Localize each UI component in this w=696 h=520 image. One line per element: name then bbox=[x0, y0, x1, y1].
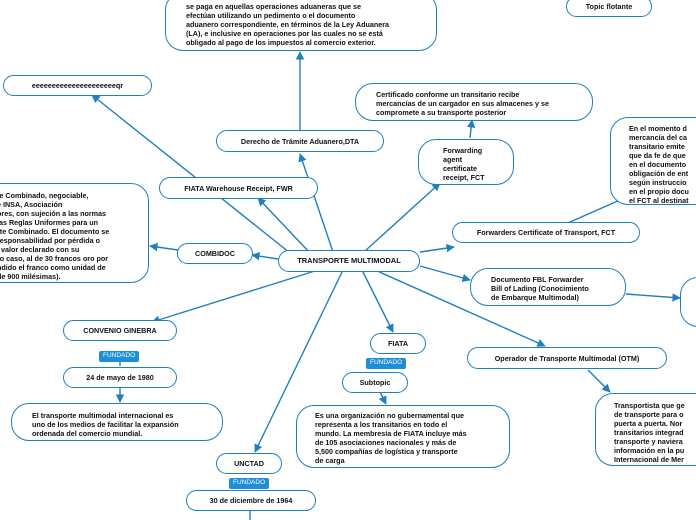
link-central-dta bbox=[298, 153, 334, 253]
node-otm[interactable]: Operador de Transporte Multimodal (OTM) bbox=[467, 347, 667, 369]
node-eeee[interactable]: eeeeeeeeeeeeeeeeeeeeeqr bbox=[3, 75, 152, 96]
link-combidoc-text bbox=[149, 242, 179, 252]
ginebra-fundado-tag: FUNDADO bbox=[99, 351, 140, 362]
node-unctad[interactable]: UNCTAD bbox=[216, 453, 282, 474]
node-fct-right[interactable]: En el momento d mercancía del ca transit… bbox=[610, 117, 696, 205]
node-ginebra-text[interactable]: El transporte multimodal internacional e… bbox=[11, 403, 223, 441]
link-fctshort-cert bbox=[466, 119, 476, 139]
node-ginebra[interactable]: CONVENIO GINEBRA bbox=[63, 320, 177, 341]
node-fct-short[interactable]: Forwarding agent certificate receipt, FC… bbox=[418, 139, 514, 185]
fiata-fundado-tag: FUNDADO bbox=[366, 358, 407, 369]
unctad-fundado-tag: FUNDADO bbox=[229, 478, 270, 489]
node-subtopic[interactable]: Subtopic bbox=[342, 372, 408, 393]
link-central-fwr bbox=[257, 197, 311, 254]
link-subtopic-text bbox=[378, 391, 387, 405]
link-central-unctad bbox=[254, 269, 344, 453]
node-fbl-right[interactable] bbox=[680, 277, 696, 327]
node-unctad-date[interactable]: 30 de diciembre de 1964 bbox=[186, 490, 316, 511]
link-central-fiata bbox=[361, 269, 394, 333]
node-fct-cert[interactable]: Certificado conforme un transitario reci… bbox=[355, 83, 593, 121]
node-ginebra-date[interactable]: 24 de mayo de 1980 bbox=[63, 367, 177, 388]
link-central-fctshort bbox=[364, 182, 441, 252]
node-fbl[interactable]: Documento FBL Forwarder Bill of Lading (… bbox=[470, 268, 626, 306]
link-central-eeee bbox=[91, 94, 291, 254]
link-central-fbl bbox=[419, 265, 471, 283]
link-central-combidoc bbox=[251, 251, 279, 261]
node-fiata-text[interactable]: Es una organización no gubernamental que… bbox=[296, 405, 510, 468]
link-otm-text bbox=[587, 369, 611, 393]
node-dta-text[interactable]: se paga en aquellas operaciones aduanera… bbox=[165, 0, 437, 51]
node-combidoc-text[interactable]: te Combinado, negociable, e INSA, Asocia… bbox=[0, 183, 149, 283]
link-fctlong-right bbox=[569, 199, 621, 223]
link-central-otm bbox=[374, 269, 546, 347]
node-fiata[interactable]: FIATA bbox=[370, 333, 426, 354]
node-fwr[interactable]: FIATA Warehouse Receipt, FWR bbox=[159, 177, 318, 199]
link-fbl-right bbox=[625, 293, 681, 302]
node-fct-long[interactable]: Forwarders Certificate of Transport, FCT bbox=[452, 222, 640, 243]
topic-floating[interactable]: Topic flotante bbox=[566, 0, 652, 17]
link-central-ginebra bbox=[151, 269, 319, 324]
node-dta[interactable]: Derecho de Trámite Aduanero,DTA bbox=[216, 130, 384, 152]
node-combidoc[interactable]: COMBIDOC bbox=[177, 243, 253, 264]
central-topic[interactable]: TRANSPORTE MULTIMODAL bbox=[278, 250, 420, 272]
link-central-fctlong bbox=[419, 243, 455, 253]
node-otm-text[interactable]: Transportista que ge de transporte para … bbox=[595, 393, 696, 466]
